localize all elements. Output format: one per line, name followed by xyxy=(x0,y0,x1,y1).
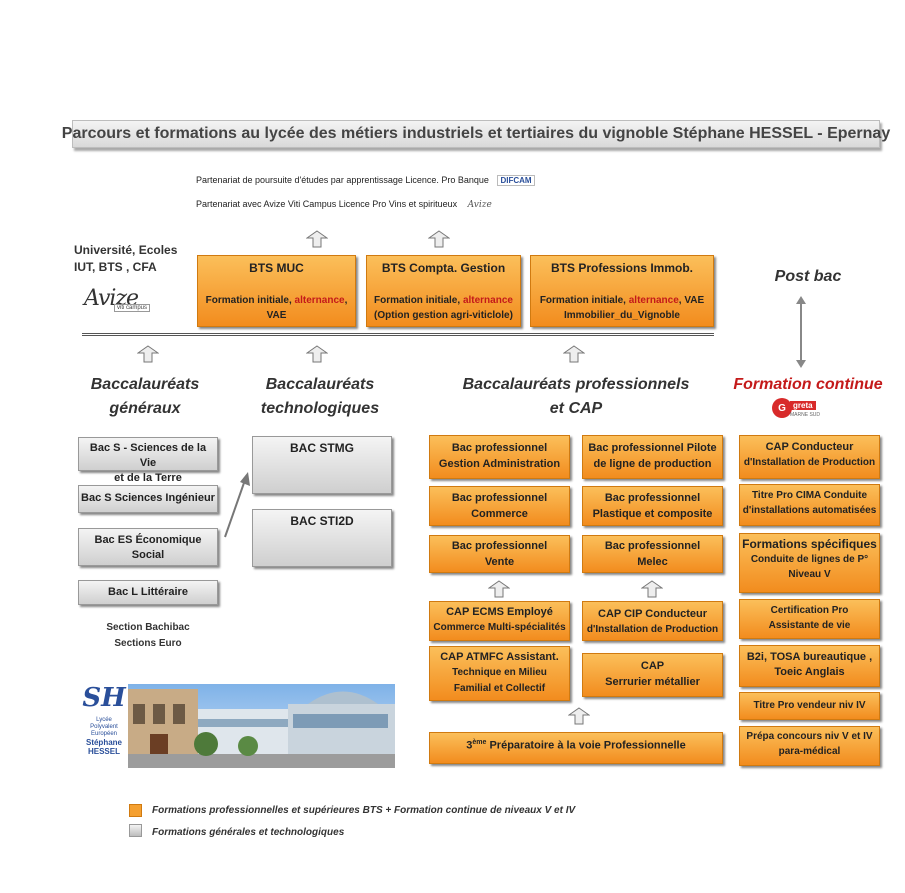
avize-small-logo: Avize xyxy=(468,200,492,210)
bac-l-box[interactable]: Bac L Littéraire xyxy=(78,580,218,605)
greta-logo: G greta MARNE SUD xyxy=(772,398,834,420)
up-arrow-icon xyxy=(568,707,590,725)
section-bachibac: Section Bachibac Sections Euro xyxy=(78,620,218,652)
partnership-text: Partenariat avec Avize Viti Campus Licen… xyxy=(196,199,457,209)
bac-sti2d-box[interactable]: BAC STI2D xyxy=(252,509,392,567)
difcam-logo: DIFCAM xyxy=(497,175,534,186)
bts-immob-box[interactable]: BTS Professions Immob. Formation initial… xyxy=(530,255,714,327)
fc-b2i-tosa-box[interactable]: B2i, TOSA bureautique ,Toeic Anglais xyxy=(739,645,880,687)
up-arrow-icon xyxy=(306,230,328,248)
up-arrow-icon xyxy=(428,230,450,248)
troisieme-prepa-box[interactable]: 3ème Préparatoire à la voie Professionne… xyxy=(429,732,723,764)
school-building-photo xyxy=(128,684,395,768)
up-arrow-icon xyxy=(563,345,585,363)
partnership-text: Partenariat de poursuite d'études par ap… xyxy=(196,175,489,185)
university-label: Université, Ecoles IUT, BTS , CFA xyxy=(74,242,177,276)
bac-s-svt-box[interactable]: Bac S - Sciences de la Vie et de la Terr… xyxy=(78,437,218,471)
post-bac-label: Post bac xyxy=(768,268,848,286)
legend-label: Formations générales et technologiques xyxy=(152,827,344,838)
legend-swatch-grey xyxy=(129,824,142,837)
up-arrow-icon xyxy=(641,580,663,598)
up-arrow-icon xyxy=(488,580,510,598)
school-logo: SH Lycée Polyvalent Européen Stéphane HE… xyxy=(82,683,126,769)
heading-bac-pro: Baccalauréats professionnels et CAP xyxy=(460,373,692,421)
bts-compta-box[interactable]: BTS Compta. Gestion Formation initiale, … xyxy=(366,255,521,327)
heading-bac-generaux: Baccalauréats généraux xyxy=(78,373,212,421)
up-arrow-icon xyxy=(137,345,159,363)
page-title: Parcours et formations au lycée des méti… xyxy=(72,120,880,148)
avize-logo: Avize viti campus xyxy=(84,286,156,320)
fc-vendeur-box[interactable]: Titre Pro vendeur niv IV xyxy=(739,692,880,720)
bac-stmg-box[interactable]: BAC STMG xyxy=(252,436,392,494)
partnership-licence-banque: Partenariat de poursuite d'études par ap… xyxy=(196,175,535,185)
heading-formation-continue: Formation continue xyxy=(730,373,886,397)
up-arrow-icon xyxy=(306,345,328,363)
partnership-avize: Partenariat avec Avize Viti Campus Licen… xyxy=(196,199,492,210)
bac-es-box[interactable]: Bac ES Économique Social xyxy=(78,528,218,566)
diagonal-arrow-icon xyxy=(222,470,252,540)
legend-label: Formations professionnelles et supérieur… xyxy=(152,805,575,816)
heading-bac-techno: Baccalauréats technologiques xyxy=(254,373,386,421)
bac-s-si-box[interactable]: Bac S Sciences Ingénieur xyxy=(78,485,218,513)
legend-swatch-orange xyxy=(129,804,142,817)
double-arrow-icon xyxy=(793,296,809,368)
bts-muc-box[interactable]: BTS MUC Formation initiale, alternance, … xyxy=(197,255,356,327)
post-bac-divider xyxy=(82,333,714,336)
